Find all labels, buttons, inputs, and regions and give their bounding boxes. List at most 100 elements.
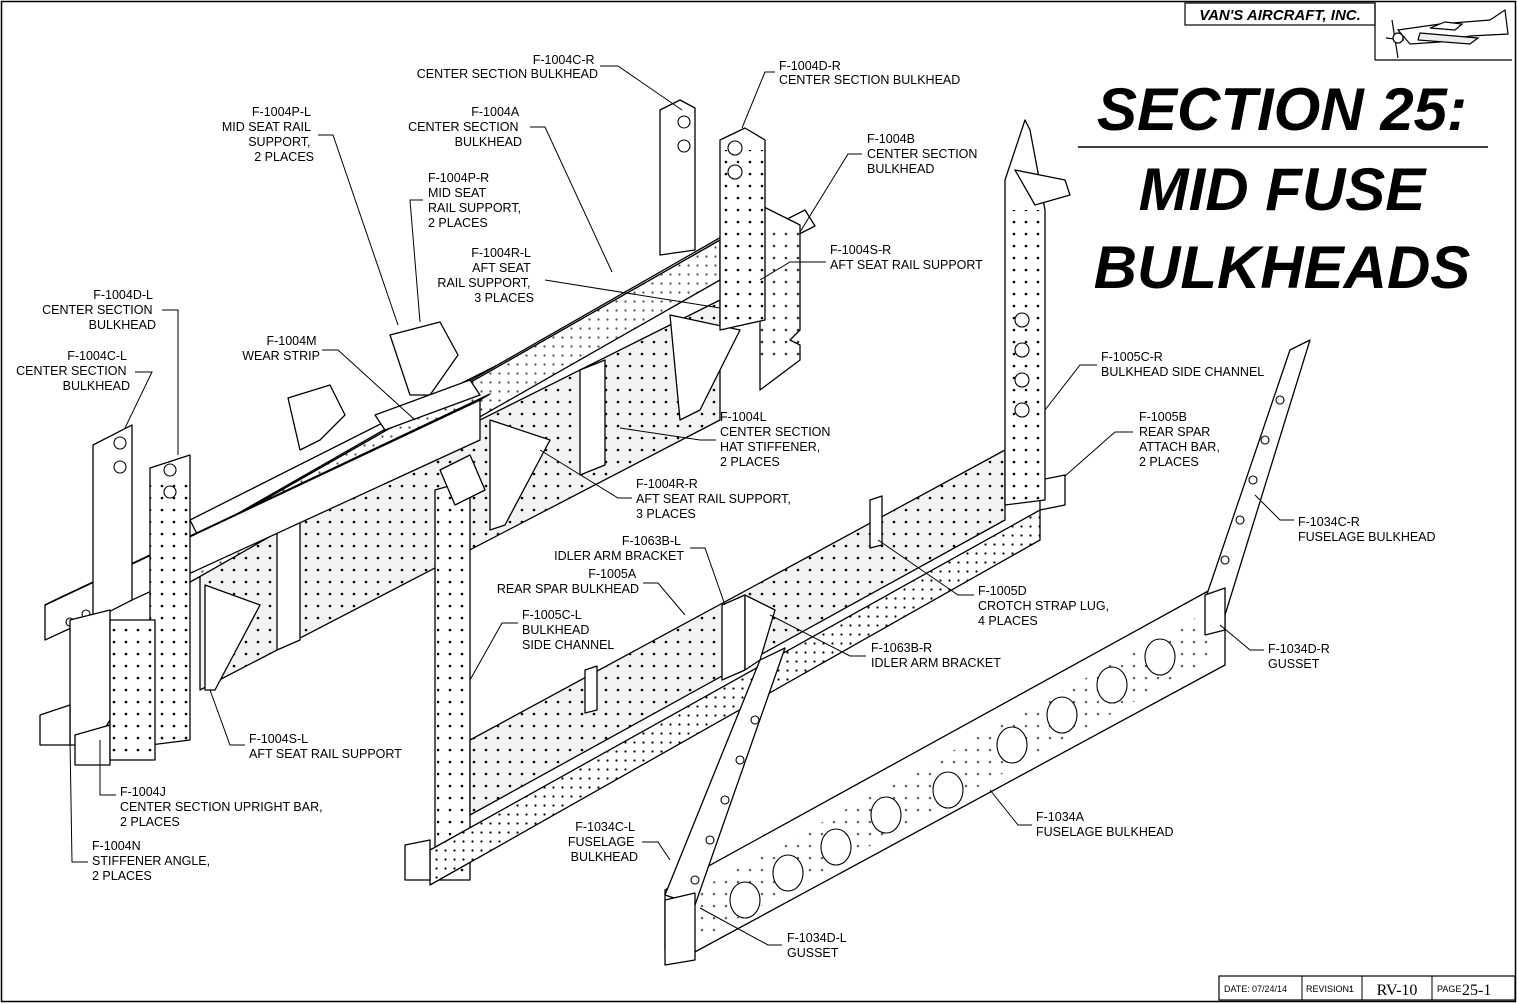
page-label: PAGE <box>1437 984 1461 994</box>
callout-line: REAR SPAR BULKHEAD <box>497 582 639 596</box>
callout-line: CROTCH STRAP LUG, <box>978 599 1109 613</box>
callout-line: CENTER SECTION <box>42 303 152 317</box>
leader-f1005d <box>877 539 974 596</box>
callout-line: FUSELAGE <box>568 835 635 849</box>
callout-line: CENTER SECTION BULKHEAD <box>417 67 598 81</box>
callout-part: F-1004D-R <box>779 59 841 73</box>
callout-f1034d-r: F-1034D-R GUSSET <box>1268 642 1333 671</box>
callout-line: GUSSET <box>1268 657 1320 671</box>
leader-f1034d-r <box>1219 624 1264 651</box>
leader-f1004a <box>530 126 613 273</box>
callout-f1004b: F-1004B CENTER SECTION BULKHEAD <box>867 132 981 176</box>
callout-line: 2 PLACES <box>254 150 314 164</box>
page-value: 25-1 <box>1462 982 1491 999</box>
callout-f1004p-r: F-1004P-R MID SEAT RAIL SUPPORT, 2 PLACE… <box>428 171 525 230</box>
callout-part: F-1063B-R <box>871 641 932 655</box>
callout-f1004d-l: F-1004D-L CENTER SECTION BULKHEAD <box>42 288 156 332</box>
leader-f1004j <box>99 740 116 796</box>
leader-f1063b-l <box>690 547 726 606</box>
airplane-logo-icon <box>1385 8 1509 59</box>
callout-f1004c-l: F-1004C-L CENTER SECTION BULKHEAD <box>16 349 130 393</box>
callout-line: WEAR STRIP <box>242 349 320 363</box>
callout-line: CENTER SECTION UPRIGHT BAR, <box>120 800 323 814</box>
leader-f1004m <box>322 349 416 421</box>
callout-part: F-1005B <box>1139 410 1187 424</box>
callout-part: F-1004C-L <box>67 349 127 363</box>
callout-f1004d-r: F-1004D-R CENTER SECTION BULKHEAD <box>779 59 960 87</box>
leader-f1004b <box>799 153 862 233</box>
callout-f1004j: F-1004J CENTER SECTION UPRIGHT BAR, 2 PL… <box>120 785 326 829</box>
callout-part: F-1004M <box>266 334 316 348</box>
title-block: DATE: 07/24/14 REVISION: 1 RV-10 PAGE 25… <box>1218 975 1516 1001</box>
callout-f1034a: F-1034A FUSELAGE BULKHEAD <box>1036 810 1174 839</box>
callout-f1005c-r: F-1005C-R BULKHEAD SIDE CHANNEL <box>1101 350 1264 379</box>
leader-f1034a <box>989 789 1032 826</box>
callout-line: CENTER SECTION <box>16 364 126 378</box>
callout-line: 2 PLACES <box>92 869 152 883</box>
callout-line: RAIL SUPPORT, <box>437 276 530 290</box>
callout-line: STIFFENER ANGLE, <box>92 854 210 868</box>
company-name: VAN'S AIRCRAFT, INC. <box>1199 7 1361 24</box>
leader-f1005a <box>643 582 686 616</box>
leader-f1004r-r <box>539 449 632 499</box>
leader-f1034c-r <box>1254 494 1294 521</box>
callout-part: F-1034C-L <box>575 820 635 834</box>
callout-part: F-1004J <box>120 785 166 799</box>
model-value: RV-10 <box>1377 982 1418 999</box>
callout-part: F-1004P-L <box>252 105 311 119</box>
callout-line: BULKHEAD <box>63 379 130 393</box>
callout-line: 2 PLACES <box>1139 455 1199 469</box>
callout-part: F-1034D-R <box>1268 642 1330 656</box>
callout-f1004a: F-1004A CENTER SECTION BULKHEAD <box>408 105 522 149</box>
callout-part: F-1004L <box>720 410 767 424</box>
callout-part: F-1004D-L <box>93 288 153 302</box>
leader-f1004l <box>619 427 716 441</box>
callout-line: HAT STIFFENER, <box>720 440 820 454</box>
section-title: SECTION 25: MID FUSE BULKHEADS <box>1078 76 1488 301</box>
callout-line: BULKHEAD <box>89 318 156 332</box>
callout-f1005b: F-1005B REAR SPAR ATTACH BAR, 2 PLACES <box>1139 410 1223 469</box>
revision-label: REVISION: <box>1306 984 1352 994</box>
leader-f1004d-r <box>741 71 775 129</box>
leader-f1005b <box>1064 431 1133 477</box>
callout-f1004s-r: F-1004S-R AFT SEAT RAIL SUPPORT <box>830 243 983 272</box>
callout-f1004n: F-1004N STIFFENER ANGLE, 2 PLACES <box>92 839 214 883</box>
callout-part: F-1005D <box>978 584 1027 598</box>
callout-f1063b-r: F-1063B-R IDLER ARM BRACKET <box>871 641 1001 670</box>
leader-f1004d-l <box>162 309 179 455</box>
callout-part: F-1004R-R <box>636 477 698 491</box>
callout-part: F-1004N <box>92 839 141 853</box>
callout-part: F-1063B-L <box>622 534 681 548</box>
callout-line: IDLER ARM BRACKET <box>871 656 1001 670</box>
callout-f1005a: F-1005A REAR SPAR BULKHEAD <box>497 567 639 596</box>
callout-part: F-1034C-R <box>1298 515 1360 529</box>
callout-line: AFT SEAT RAIL SUPPORT <box>249 747 402 761</box>
callout-line: ATTACH BAR, <box>1139 440 1220 454</box>
callout-f1004l: F-1004L CENTER SECTION HAT STIFFENER, 2 … <box>720 410 834 469</box>
callout-part: F-1004P-R <box>428 171 489 185</box>
callout-line: 3 PLACES <box>636 507 696 521</box>
callout-part: F-1005C-R <box>1101 350 1163 364</box>
callout-line: 3 PLACES <box>474 291 534 305</box>
callout-line: BULKHEAD <box>867 162 934 176</box>
callout-part: F-1004B <box>867 132 915 146</box>
callout-line: BULKHEAD <box>571 850 638 864</box>
callout-part: F-1004S-R <box>830 243 891 257</box>
callout-part: F-1004R-L <box>471 246 531 260</box>
callout-f1004s-l: F-1004S-L AFT SEAT RAIL SUPPORT <box>249 732 402 761</box>
callout-line: MID SEAT <box>428 186 486 200</box>
callout-line: RAIL SUPPORT, <box>428 201 521 215</box>
callout-f1004r-r: F-1004R-R AFT SEAT RAIL SUPPORT, 3 PLACE… <box>636 477 794 521</box>
callout-part: F-1004S-L <box>249 732 308 746</box>
callout-part: F-1034A <box>1036 810 1085 824</box>
company-header: VAN'S AIRCRAFT, INC. <box>1184 2 1512 61</box>
callout-f1005d: F-1005D CROTCH STRAP LUG, 4 PLACES <box>978 584 1113 628</box>
leader-f1004c-r <box>600 65 683 111</box>
callout-line: GUSSET <box>787 946 839 960</box>
callout-line: REAR SPAR <box>1139 425 1210 439</box>
callout-f1004p-l: F-1004P-L MID SEAT RAIL SUPPORT, 2 PLACE… <box>222 105 314 164</box>
revision-value: 1 <box>1349 984 1354 994</box>
callout-line: BULKHEAD SIDE CHANNEL <box>1101 365 1264 379</box>
